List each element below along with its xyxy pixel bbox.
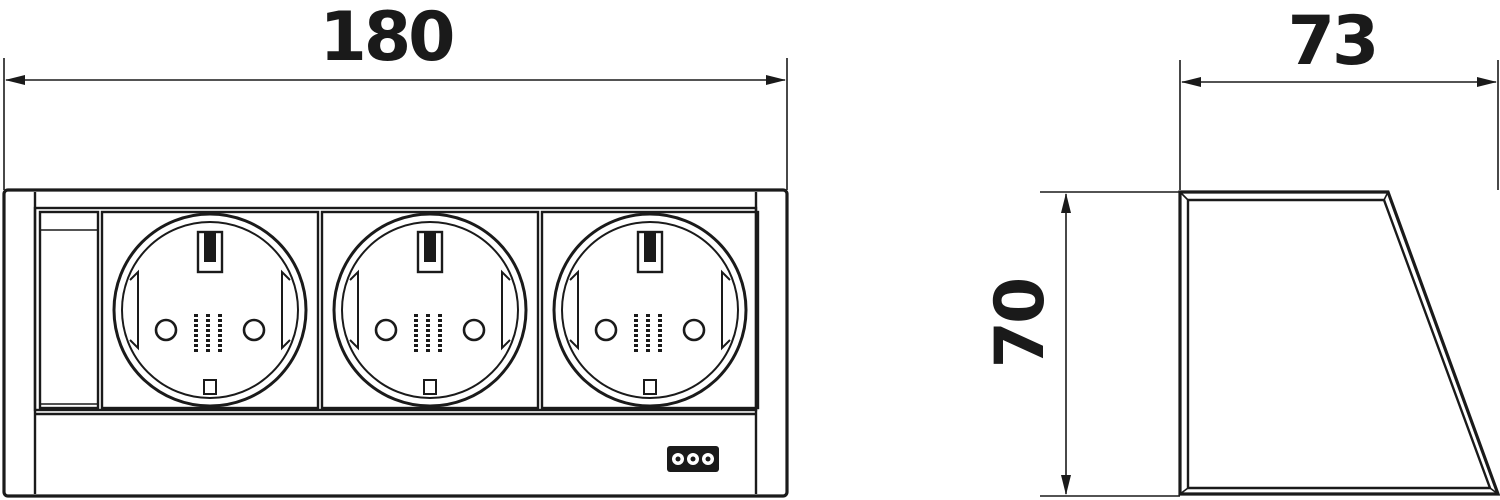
earth-contact-pin: [204, 232, 216, 262]
pin-hole-right: [242, 318, 266, 342]
socket-inner-ring: [341, 221, 519, 399]
socket-frame: [320, 210, 540, 410]
socket: [540, 210, 760, 410]
earth-clip-left: [569, 269, 579, 351]
socket-outer-ring: [552, 212, 748, 408]
module-frame: [33, 206, 758, 412]
bottom-tab: [643, 379, 657, 395]
socket-outer-ring: [112, 212, 308, 408]
pin-hole-left: [594, 318, 618, 342]
bottom-tab: [203, 379, 217, 395]
socket-inner-ring: [121, 221, 299, 399]
side-profile-outline: [1178, 190, 1500, 496]
depth-dimension: 73: [1179, 2, 1499, 190]
socket-outer-ring: [332, 212, 528, 408]
earth-contact-pin: [644, 232, 656, 262]
earth-clip-left: [129, 269, 139, 351]
height-label: 70: [981, 279, 1060, 368]
earth-clip-right: [281, 269, 291, 351]
pin-hole-left: [374, 318, 398, 342]
housing-outline: [2, 188, 789, 498]
socket: [320, 210, 540, 410]
socket-inner-ring: [561, 221, 739, 399]
depth-label: 73: [1288, 2, 1377, 81]
pin-hole-right: [462, 318, 486, 342]
socket: [100, 210, 320, 410]
blank-module: [38, 210, 100, 410]
front-view: [2, 188, 789, 498]
earth-clip-right: [501, 269, 511, 351]
side-view: [1178, 190, 1500, 496]
earth-clip-right: [721, 269, 731, 351]
socket-frame: [100, 210, 320, 410]
socket-frame: [540, 210, 760, 410]
width-dimension: 180: [3, 0, 788, 190]
earth-clip-left: [349, 269, 359, 351]
pin-hole-right: [682, 318, 706, 342]
earth-contact-pin: [424, 232, 436, 262]
height-dimension: 70: [981, 191, 1180, 497]
pin-hole-left: [154, 318, 178, 342]
bottom-tab: [423, 379, 437, 395]
width-label: 180: [320, 0, 454, 77]
indicator-symbol: [667, 446, 719, 472]
